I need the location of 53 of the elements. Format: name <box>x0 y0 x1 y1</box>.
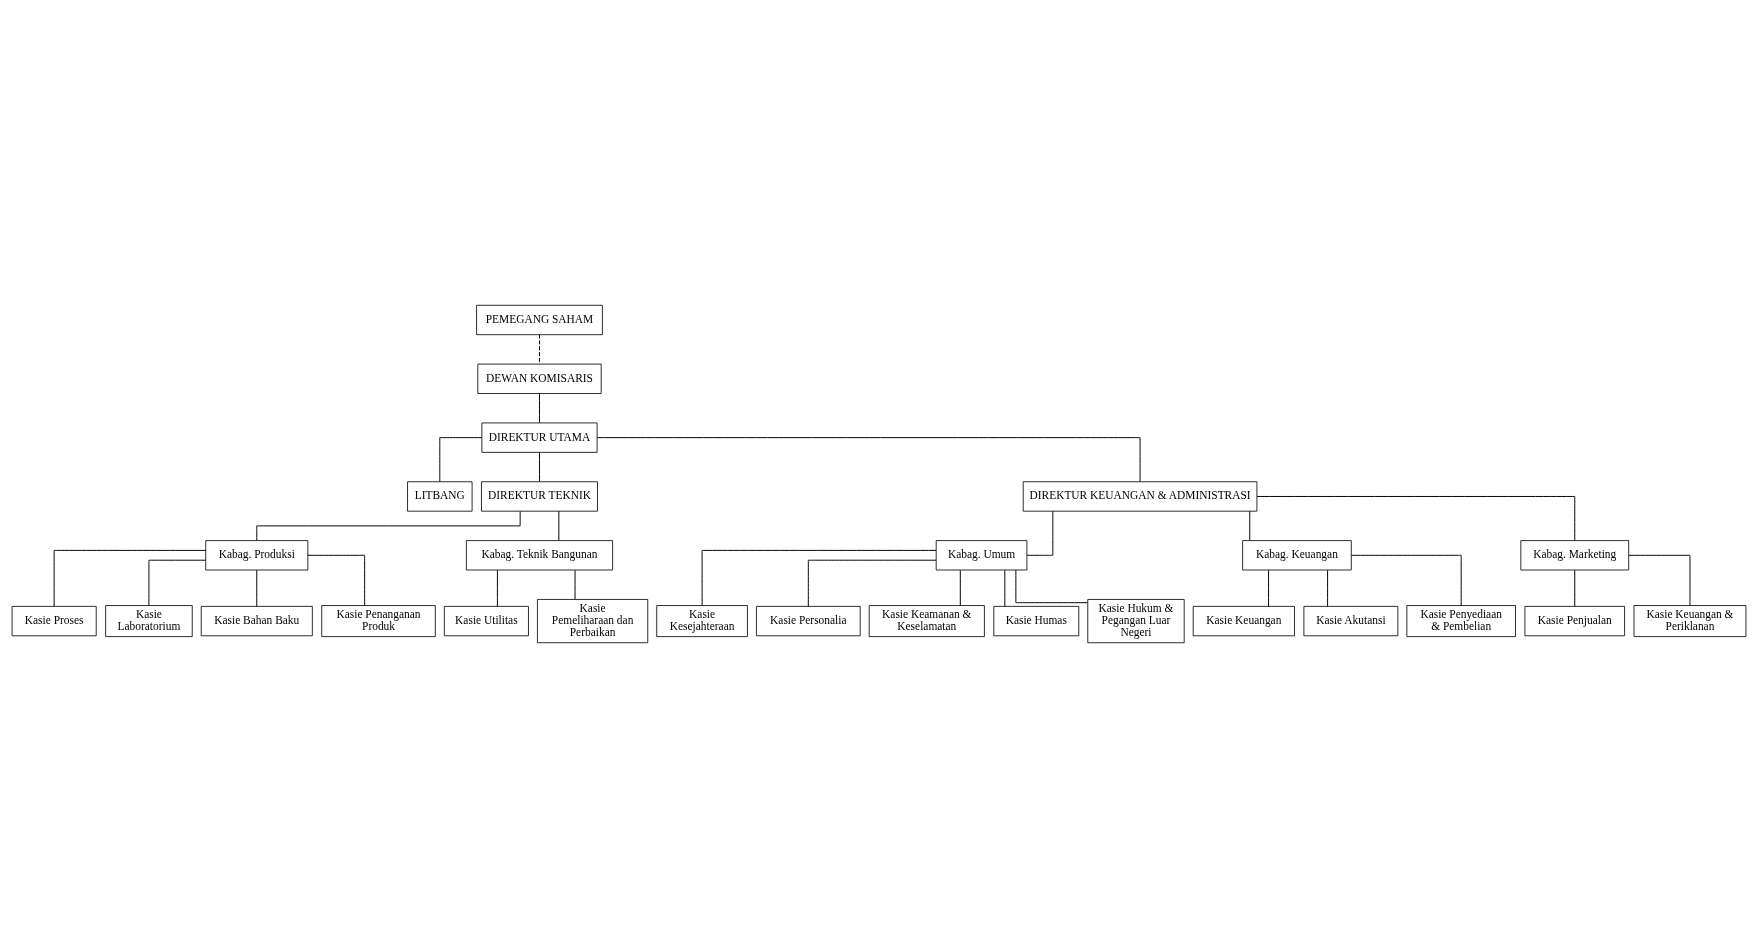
node-box: DEWAN KOMISARIS <box>477 363 602 394</box>
connector <box>959 569 961 606</box>
node-box: DIREKTUR UTAMA <box>481 422 598 453</box>
connector <box>539 452 540 482</box>
connector <box>439 437 483 483</box>
connector <box>574 569 576 600</box>
connector <box>807 559 937 607</box>
node-box: Kasie Proses <box>11 605 97 637</box>
connector <box>1249 510 1251 541</box>
connector <box>701 549 937 606</box>
connector <box>1268 569 1270 607</box>
node-box: DIREKTUR KEUANGAN & ADMINISTRASI <box>1022 481 1258 512</box>
connector <box>496 569 498 607</box>
connector <box>558 510 560 541</box>
connector <box>1015 569 1088 604</box>
node-box: Kasie Penjualan <box>1524 605 1625 637</box>
node-box: Kasie Humas <box>993 605 1080 637</box>
node-box: Kasie Hukum & Pegangan Luar Negeri <box>1087 599 1185 644</box>
node-box: Kasie Akutansi <box>1303 605 1399 637</box>
connector <box>596 437 1141 483</box>
node-box: Kabag. Umum <box>935 540 1028 571</box>
connector <box>539 334 540 365</box>
node-box: Kasie Keuangan & Periklanan <box>1633 605 1747 637</box>
node-box: LITBANG <box>407 481 473 512</box>
connector <box>148 559 207 606</box>
node-box: Kasie Kesejahteraan <box>656 605 748 637</box>
node-box: Kasie Bahan Baku <box>200 605 313 637</box>
node-box: Kasie Utilitas <box>443 605 529 637</box>
connector <box>53 549 207 607</box>
node-box: Kasie Penanganan Produk <box>321 605 436 637</box>
node-box: Kasie Pemeliharaan dan Perbaikan <box>537 599 649 644</box>
connector <box>256 511 521 541</box>
connector <box>1628 554 1691 606</box>
node-box: DIREKTUR TEKNIK <box>481 481 598 512</box>
node-box: Kabag. Keuangan <box>1242 540 1352 571</box>
connector <box>1004 569 1006 607</box>
node-box: Kabag. Produksi <box>205 540 309 571</box>
node-box: Kasie Penyediaan & Pembelian <box>1406 605 1516 637</box>
connector <box>307 554 366 606</box>
connector <box>539 393 540 424</box>
connector <box>256 569 258 607</box>
connector <box>1327 569 1329 607</box>
connector <box>1574 569 1576 607</box>
node-box: Kasie Personalia <box>756 605 861 637</box>
node-box: Kasie Keuangan <box>1192 605 1295 637</box>
node-box: Kabag. Marketing <box>1520 540 1630 571</box>
node-box: PEMEGANG SAHAM <box>476 304 603 336</box>
node-box: Kasie Keamanan & Keselamatan <box>868 605 985 637</box>
connector <box>1256 496 1576 541</box>
node-box: Kasie Laboratorium <box>105 605 193 637</box>
connector <box>1350 554 1462 606</box>
node-box: Kabag. Teknik Bangunan <box>465 540 614 571</box>
connector <box>1026 510 1054 556</box>
